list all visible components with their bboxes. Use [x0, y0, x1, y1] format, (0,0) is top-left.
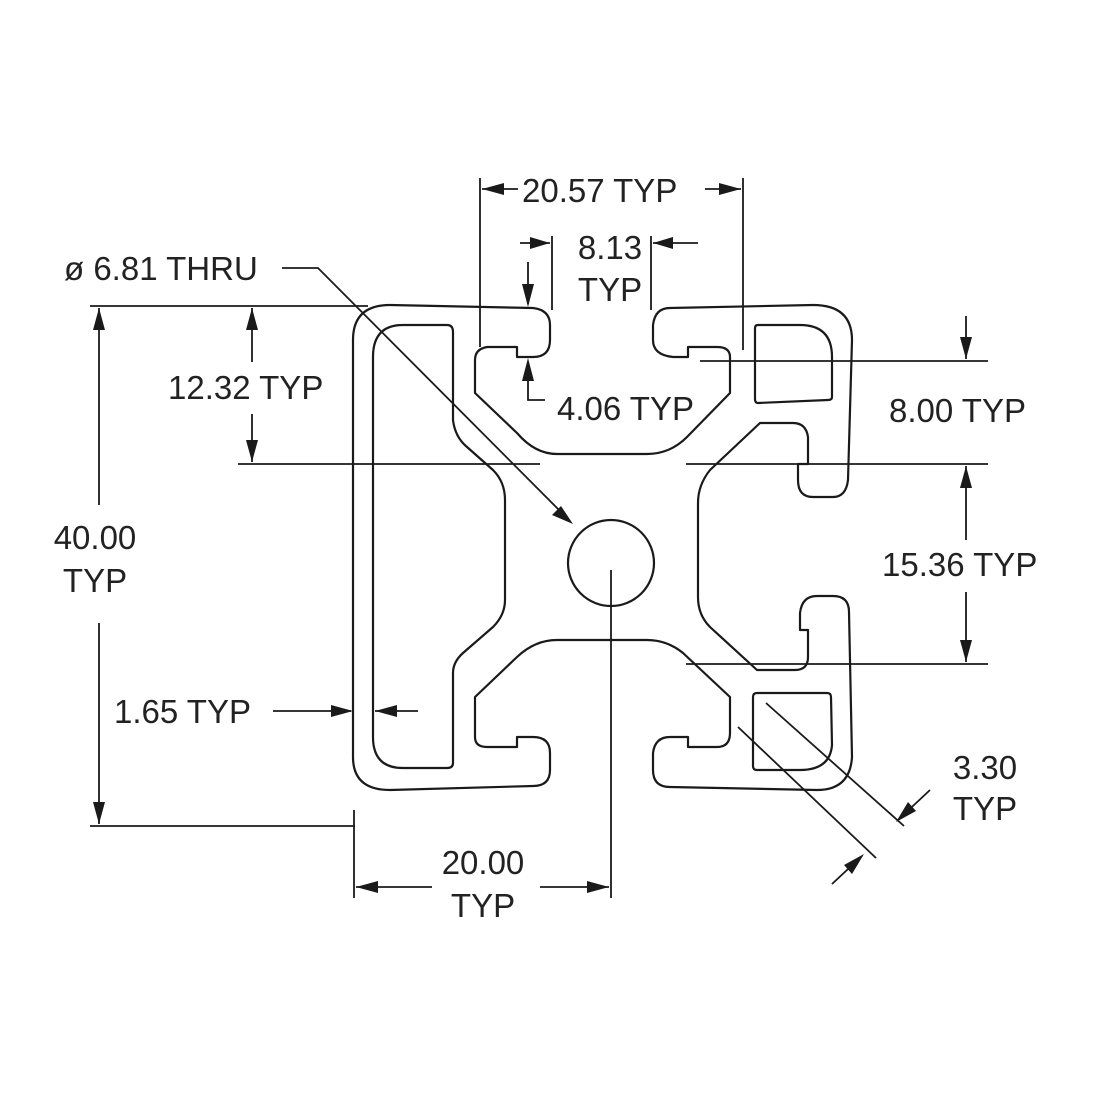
dim-diagonal-wall	[737, 702, 931, 885]
profile-outer-contour	[351, 303, 854, 792]
label-diag-wall-value: 3.30	[952, 749, 1018, 786]
dim-half-width	[353, 810, 609, 898]
label-slot-opening-suffix: TYP	[577, 271, 643, 308]
label-slot-side: 8.00 TYP	[889, 392, 1026, 429]
label-wall: 1.65 TYP	[114, 693, 251, 730]
dim-slot-opening	[520, 236, 698, 310]
profile-top-right-cavity	[753, 323, 834, 405]
label-slot-width: 15.36 TYP	[882, 546, 1038, 583]
label-diag-wall-suffix: TYP	[952, 790, 1018, 827]
dim-vertical-left	[90, 305, 540, 827]
label-half-value: 20.00	[441, 844, 525, 881]
label-slot-span: 20.57 TYP	[522, 172, 678, 209]
profile-left-cavity	[371, 323, 507, 770]
label-overall-suffix: TYP	[62, 562, 128, 599]
label-half-suffix: TYP	[450, 887, 516, 924]
profile-bottom-right-cavity	[751, 691, 834, 772]
label-lip-depth: 4.06 TYP	[557, 390, 694, 427]
dim-slot-span	[479, 178, 744, 350]
label-hole: ø 6.81 THRU	[64, 250, 258, 287]
dim-wall-thickness	[273, 705, 418, 717]
label-slot-opening-value: 8.13	[577, 229, 643, 266]
label-overall-value: 40.00	[53, 519, 137, 556]
dim-vertical-right	[686, 316, 988, 665]
label-top-offset: 12.32 TYP	[168, 369, 324, 406]
dim-lip-depth	[522, 262, 545, 401]
dim-hole-leader	[282, 267, 612, 898]
